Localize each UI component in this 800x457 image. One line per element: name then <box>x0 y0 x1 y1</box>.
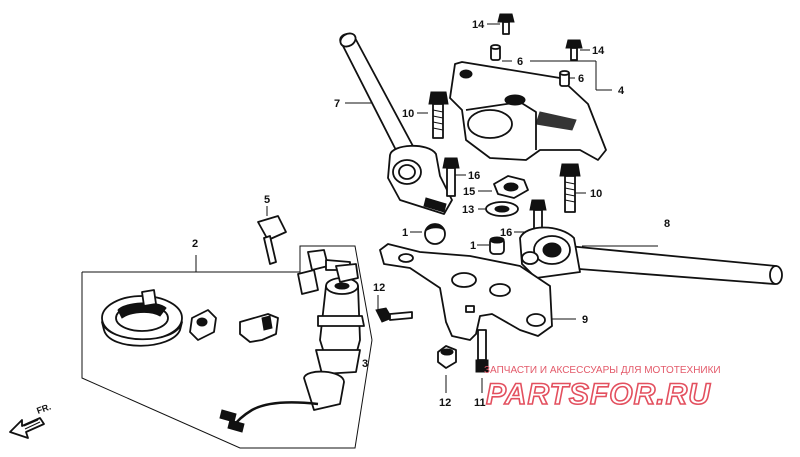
watermark: ЗАПЧАСТИ И АКСЕССУАРЫ ДЛЯ МОТОТЕХНИКИ PA… <box>484 365 721 412</box>
bolt-14-top <box>497 13 515 35</box>
dowel-pin-upper <box>490 44 501 61</box>
callout-15: 15 <box>463 186 475 198</box>
right-handlebar <box>519 226 783 285</box>
callout-11: 11 <box>474 397 486 409</box>
helmet-holder <box>239 313 279 343</box>
callout-10-left: 10 <box>402 108 414 120</box>
callout-labels: 14 6 14 6 4 7 10 16 15 10 5 13 8 1 16 2 … <box>192 19 670 409</box>
left-handlebar-holder <box>387 144 453 215</box>
callout-6-upper: 6 <box>517 56 523 68</box>
nut-12-bottom <box>437 345 457 369</box>
watermark-logo: PARTSFOR.RU <box>486 378 711 411</box>
callout-6-right: 6 <box>578 73 584 85</box>
ignition-key-in-switch <box>297 249 359 295</box>
callout-14-top: 14 <box>472 19 485 31</box>
callout-12-left: 12 <box>373 282 385 294</box>
callout-1-left: 1 <box>402 227 408 239</box>
rubber-1-left <box>424 223 446 245</box>
nut-15 <box>493 175 529 199</box>
callout-12-bottom: 12 <box>439 397 451 409</box>
leader-lines <box>81 23 658 449</box>
callout-14-right: 14 <box>592 45 605 57</box>
bolt-12-left <box>375 307 413 323</box>
bolt-16-upper <box>442 157 460 197</box>
fuel-cap <box>101 289 183 347</box>
direction-label: FR. <box>35 402 52 416</box>
front-direction-arrow: FR. <box>9 402 52 439</box>
callout-4: 4 <box>618 85 625 97</box>
callout-3: 3 <box>362 358 368 370</box>
bolt-10-left <box>428 91 449 139</box>
bolt-11 <box>475 329 489 373</box>
callout-13: 13 <box>462 204 474 216</box>
key-5 <box>257 215 287 265</box>
bolt-14-right <box>565 39 583 61</box>
left-handlebar-pipe <box>339 32 415 159</box>
callout-7: 7 <box>334 98 340 110</box>
washer-13 <box>485 201 519 217</box>
callout-1-right: 1 <box>470 240 476 252</box>
callout-10-right: 10 <box>590 188 602 200</box>
ignition-switch <box>219 277 365 433</box>
callout-5: 5 <box>264 194 270 206</box>
callout-16-upper: 16 <box>468 170 480 182</box>
bolt-16-right <box>529 199 547 239</box>
rubber-1-right <box>489 236 505 255</box>
top-bridge <box>379 243 553 341</box>
callout-2: 2 <box>192 238 198 250</box>
seat-lock <box>189 309 217 341</box>
callout-16-right: 16 <box>500 227 512 239</box>
callout-9: 9 <box>582 314 588 326</box>
callout-8: 8 <box>664 218 670 230</box>
dowel-pin-right <box>559 70 570 87</box>
bolt-10-right <box>559 163 581 213</box>
watermark-tagline: ЗАПЧАСТИ И АКСЕССУАРЫ ДЛЯ МОТОТЕХНИКИ <box>484 365 721 376</box>
